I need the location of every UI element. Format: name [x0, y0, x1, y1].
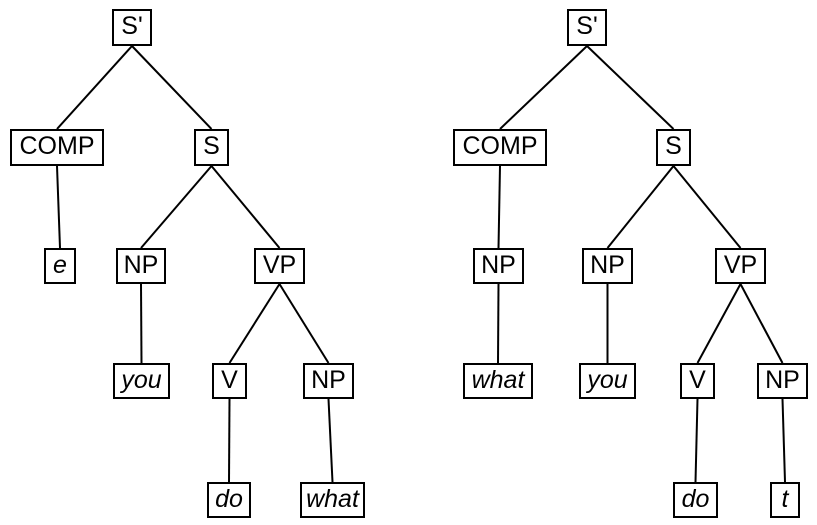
- tree-edge: [499, 45, 588, 130]
- terminal-node-do-r-do: do: [673, 482, 718, 518]
- node-label: S': [121, 12, 143, 40]
- category-node-vp-r-vp: VP: [715, 248, 766, 284]
- node-label: you: [121, 365, 162, 394]
- terminal-node-e-l-e: e: [44, 248, 76, 284]
- category-node-vp-l-vp: VP: [254, 248, 305, 284]
- category-node-comp-r-comp: COMP: [453, 129, 547, 166]
- tree-edge: [140, 283, 143, 364]
- tree-edge: [694, 398, 699, 483]
- node-label: S: [203, 132, 220, 160]
- terminal-node-what-r-what: what: [463, 363, 533, 399]
- tree-edge: [497, 283, 500, 364]
- category-node-v-r-v: V: [680, 363, 715, 399]
- category-node-s-r-s: S: [656, 129, 691, 166]
- tree-edge: [586, 45, 675, 130]
- node-label: NP: [123, 250, 159, 279]
- terminal-node-what-l-what: what: [300, 482, 365, 518]
- tree-edge: [140, 165, 213, 249]
- tree-edge: [228, 283, 281, 364]
- node-label: what: [306, 484, 359, 513]
- category-node-np-l-np2: NP: [303, 363, 354, 399]
- node-label: COMP: [19, 132, 95, 160]
- category-node-np-l-np1: NP: [116, 248, 166, 284]
- node-label: S: [665, 132, 682, 160]
- category-node-s-r-sbar: S': [567, 9, 607, 46]
- node-label: you: [587, 365, 628, 394]
- node-label: COMP: [462, 132, 538, 160]
- node-label: V: [689, 365, 706, 394]
- terminal-node-you-r-you: you: [579, 363, 636, 399]
- category-node-s-l-s: S: [194, 129, 229, 166]
- tree-edge: [56, 45, 133, 130]
- tree-edge: [210, 165, 281, 249]
- tree-edge: [131, 45, 213, 130]
- node-label: NP: [311, 365, 346, 394]
- node-label: t: [781, 484, 789, 513]
- node-label: VP: [262, 250, 297, 279]
- node-label: V: [221, 365, 238, 394]
- category-node-s-l-sbar: S': [112, 9, 152, 46]
- category-node-comp-l-comp: COMP: [10, 129, 104, 166]
- node-label: NP: [590, 250, 625, 279]
- tree-edge: [327, 398, 334, 483]
- tree-edge: [497, 165, 501, 249]
- category-node-v-l-v: V: [212, 363, 247, 399]
- tree-edge: [228, 398, 231, 483]
- terminal-node-you-l-you: you: [113, 363, 170, 399]
- terminal-node-t-r-t: t: [770, 482, 800, 518]
- node-label: do: [215, 484, 243, 513]
- category-node-np-r-np2: NP: [757, 363, 808, 399]
- category-node-np-r-np1: NP: [582, 248, 633, 284]
- tree-edge: [672, 165, 742, 249]
- tree-edge: [278, 283, 330, 364]
- node-label: what: [471, 365, 525, 394]
- category-node-np-r-np0: NP: [473, 248, 524, 284]
- node-label: VP: [723, 250, 758, 279]
- node-label: do: [681, 484, 710, 513]
- tree-edge: [606, 165, 675, 249]
- tree-edge: [696, 283, 742, 364]
- tree-edge: [781, 398, 786, 483]
- node-label: NP: [765, 365, 800, 394]
- tree-edge: [739, 283, 784, 364]
- node-label: S': [576, 12, 598, 40]
- tree-edge: [56, 165, 61, 249]
- node-label: e: [53, 250, 67, 279]
- terminal-node-do-l-do: do: [207, 482, 251, 518]
- node-label: NP: [481, 250, 516, 279]
